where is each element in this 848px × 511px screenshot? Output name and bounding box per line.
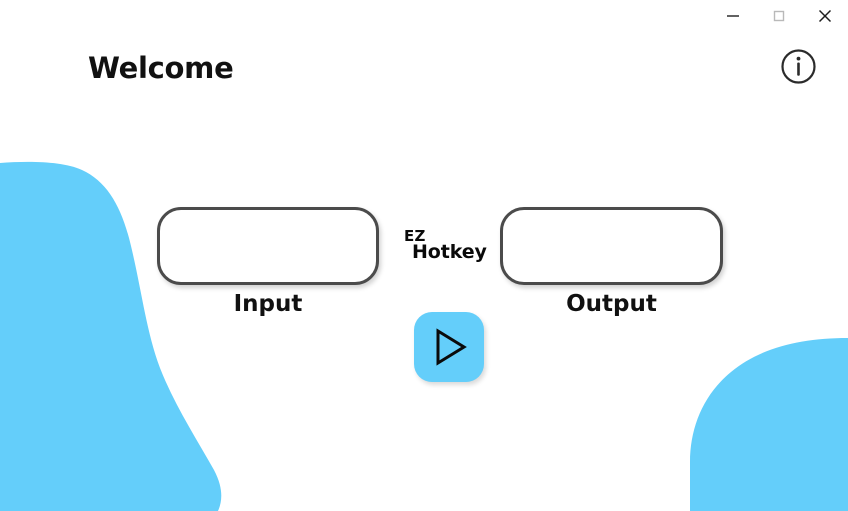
info-icon (781, 49, 816, 84)
brand-line-2: Hotkey (412, 241, 487, 263)
maximize-icon (773, 10, 785, 22)
input-label: Input (233, 291, 303, 317)
close-button[interactable] (802, 1, 848, 31)
output-label: Output (566, 291, 657, 317)
page-title: Welcome (88, 51, 234, 85)
minimize-icon (727, 15, 739, 17)
minimize-button[interactable] (710, 1, 756, 31)
info-button[interactable] (780, 48, 817, 85)
close-icon (818, 9, 832, 23)
title-bar (0, 0, 848, 32)
play-button[interactable] (414, 312, 484, 382)
brand-line-1: EZ (404, 227, 426, 245)
input-field[interactable] (157, 207, 379, 285)
output-field[interactable] (500, 207, 723, 285)
maximize-button[interactable] (756, 1, 802, 31)
play-icon (436, 328, 467, 366)
brand-wordmark: EZ Hotkey (398, 227, 487, 263)
